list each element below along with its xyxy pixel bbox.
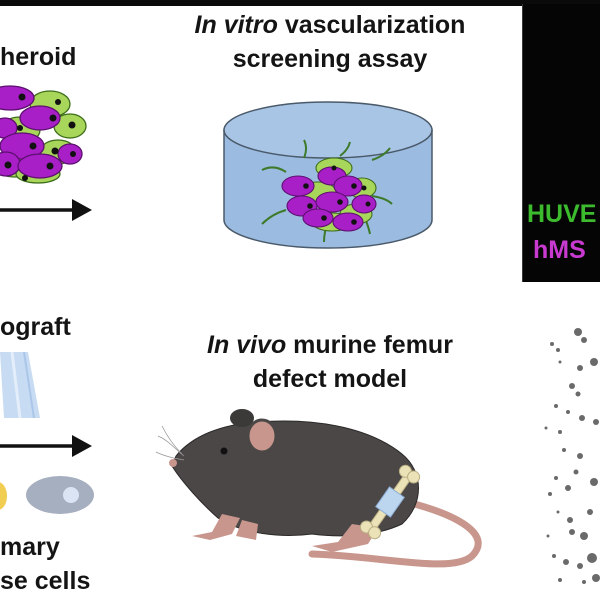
spheroid-label: heroid — [0, 43, 77, 71]
primary-cells-caption-line2: se cells — [0, 567, 91, 595]
arrow-right-icon — [0, 435, 92, 457]
micro-ct-image-icon — [544, 328, 600, 584]
primary-cells-caption-line1: mary — [0, 533, 60, 561]
title-italic-part: In vitro — [194, 11, 278, 39]
spheroid-cluster-icon — [0, 85, 87, 184]
mouse-illustration-icon — [155, 409, 482, 568]
title-rest-part: vascularization — [277, 11, 466, 39]
top-border — [0, 0, 600, 6]
title-rest-part: murine femur — [286, 331, 453, 359]
xenograft-label: ograft — [0, 313, 71, 341]
culture-well-icon — [223, 101, 433, 249]
scaffold-icon — [0, 351, 40, 419]
legend-huvec: HUVE — [527, 200, 597, 228]
legend-hmsc: hMS — [533, 236, 586, 264]
arrow-right-icon — [0, 199, 92, 221]
title-italic-part: In vivo — [207, 331, 287, 359]
primary-cells-icon — [0, 476, 94, 514]
in-vitro-assay-subtitle: screening assay — [232, 45, 428, 73]
fluorescence-image-panel: HUVE hMS — [522, 4, 600, 282]
in-vitro-assay-title: In vitro vascularization — [150, 10, 510, 41]
in-vivo-model-title: In vivo murine femur — [150, 330, 510, 361]
in-vivo-model-subtitle: defect model — [252, 365, 408, 393]
